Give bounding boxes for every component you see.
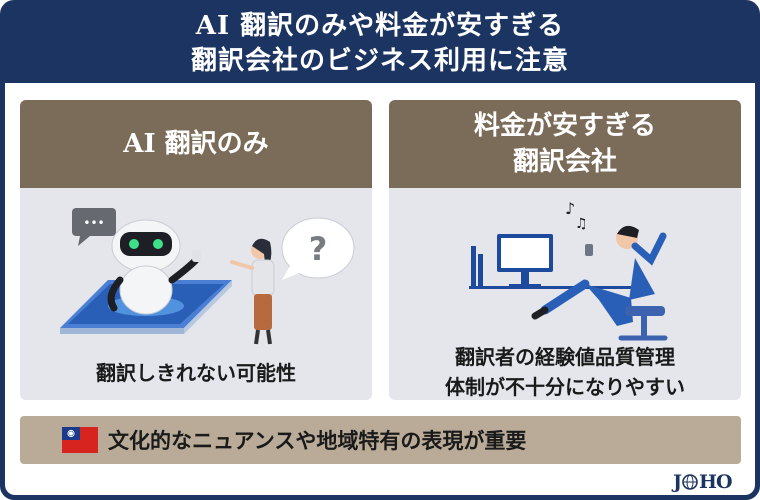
globe-icon [682, 474, 698, 490]
robot-and-woman-illustration: ••• ? [60, 208, 355, 345]
bottom-note-text: 文化的なニュアンスや地域特有の表現が重要 [108, 428, 527, 453]
man-on-chair-figure [531, 225, 668, 341]
chat-bubble-icon: ••• [72, 208, 116, 246]
svg-text:•••: ••• [83, 216, 104, 230]
ai-translation-card: AI 翻訳のみ ••• [20, 100, 372, 400]
computer-monitor-icon [497, 234, 553, 288]
title-line-1: AI 翻訳のみや料金が安すぎる [195, 11, 565, 41]
card-header: 料金が安すぎる 翻訳会社 [389, 100, 741, 188]
svg-text:?: ? [309, 230, 328, 268]
card-title-line-1: 料金が安すぎる [473, 111, 656, 141]
music-note-icon: ♪ ♫ [565, 199, 588, 232]
card-title: AI 翻訳のみ [123, 129, 269, 159]
card-header: AI 翻訳のみ [20, 100, 372, 188]
card-caption-line-1: 翻訳者の経験値品質管理 [455, 345, 675, 369]
books-icon [471, 246, 483, 286]
robot-icon [107, 219, 202, 315]
question-bubble-icon: ? [281, 217, 355, 280]
taiwan-flag-icon [62, 427, 98, 453]
logo-left-text: J [673, 471, 682, 493]
card-caption: 翻訳しきれない可能性 [96, 361, 296, 385]
joho-logo: J HO [673, 471, 733, 493]
header-banner: AI 翻訳のみや料金が安すぎる 翻訳会社のビジネス利用に注意 [5, 5, 755, 83]
desk [469, 286, 637, 289]
cheap-translation-company-card: 料金が安すぎる 翻訳会社 ♪ ♫ [389, 100, 741, 400]
svg-text:♫: ♫ [575, 216, 588, 232]
title-line-2: 翻訳会社のビジネス利用に注意 [190, 46, 569, 76]
svg-text:♪: ♪ [565, 199, 575, 218]
relaxing-man-illustration: ♪ ♫ [469, 199, 668, 341]
card-caption-line-2: 体制が不十分になりやすい [445, 375, 685, 399]
woman-figure [230, 238, 275, 345]
card-title-line-2: 翻訳会社 [512, 147, 617, 177]
logo-right-text: HO [699, 471, 733, 493]
bottom-note-bar: 文化的なニュアンスや地域特有の表現が重要 [20, 416, 741, 464]
content-area: AI 翻訳のみ ••• [5, 83, 755, 495]
